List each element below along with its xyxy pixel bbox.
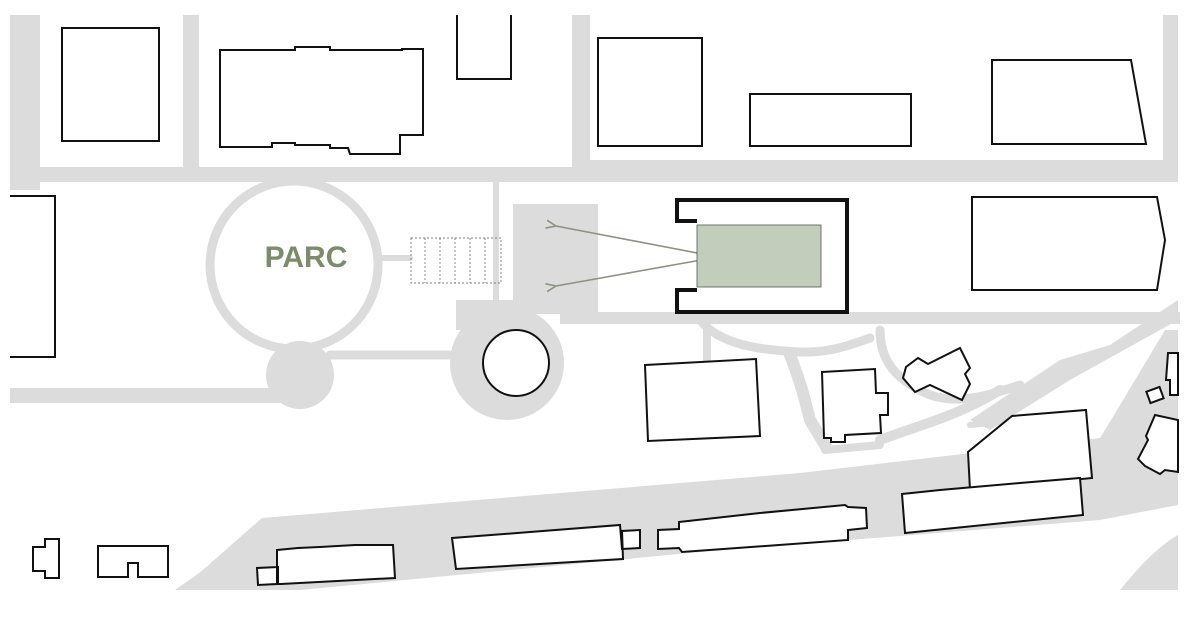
building-sw-small-2 — [97, 545, 169, 578]
building-nw-square — [61, 27, 160, 142]
winding-path-1 — [695, 315, 875, 357]
building-south-2 — [450, 523, 641, 571]
building-north-small — [456, 15, 512, 80]
building-sw-small-1 — [32, 538, 60, 579]
building-north-block — [219, 46, 424, 155]
winding-path-5 — [821, 441, 884, 454]
park-hatched-stair — [410, 237, 502, 284]
building-south-4 — [900, 476, 1085, 535]
building-east-angled — [1136, 413, 1179, 476]
building-south-3 — [657, 503, 869, 554]
south-avenue-east-curve — [1120, 535, 1178, 590]
winding-path-4 — [875, 385, 1005, 445]
building-mid-square — [643, 357, 762, 443]
south-avenue-west-wedge — [175, 548, 255, 590]
street-east-vertical — [1163, 15, 1178, 180]
building-north-central — [597, 37, 703, 147]
project-forecourt — [513, 204, 598, 314]
south-diagonal-avenue — [180, 432, 1178, 590]
building-west-edge — [10, 195, 56, 358]
street-central-vertical — [572, 15, 590, 175]
view-arrow-upper — [556, 226, 719, 258]
park: PARC — [265, 237, 502, 284]
street-west-vertical — [183, 15, 199, 180]
building-north-east-bar — [749, 93, 912, 147]
building-east-small-1 — [1145, 385, 1165, 405]
building-mid-pavilion — [901, 346, 972, 402]
project-site — [675, 198, 849, 314]
project-south-street — [560, 312, 1180, 324]
east-diagonal-road-2 — [970, 300, 1178, 430]
building-ne-trapezoid — [991, 59, 1148, 145]
view-arrows — [556, 226, 719, 286]
buildings — [10, 15, 1179, 587]
building-east-small-2 — [1164, 352, 1179, 396]
building-south-1 — [255, 544, 397, 587]
building-mid-villa — [820, 367, 889, 443]
roundabout-connector — [456, 300, 516, 330]
project-site-footprint — [696, 224, 822, 288]
building-east-pentagon — [971, 196, 1167, 291]
building-east-trapezoid — [966, 408, 1094, 492]
street-west-kink — [10, 25, 30, 115]
main-street-east-widening — [575, 160, 1178, 178]
south-park-street — [10, 388, 300, 403]
park-label: PARC — [265, 241, 348, 274]
winding-path-2 — [784, 349, 831, 451]
roundabout-rotunda — [482, 329, 550, 397]
view-arrow-lower — [556, 256, 719, 286]
